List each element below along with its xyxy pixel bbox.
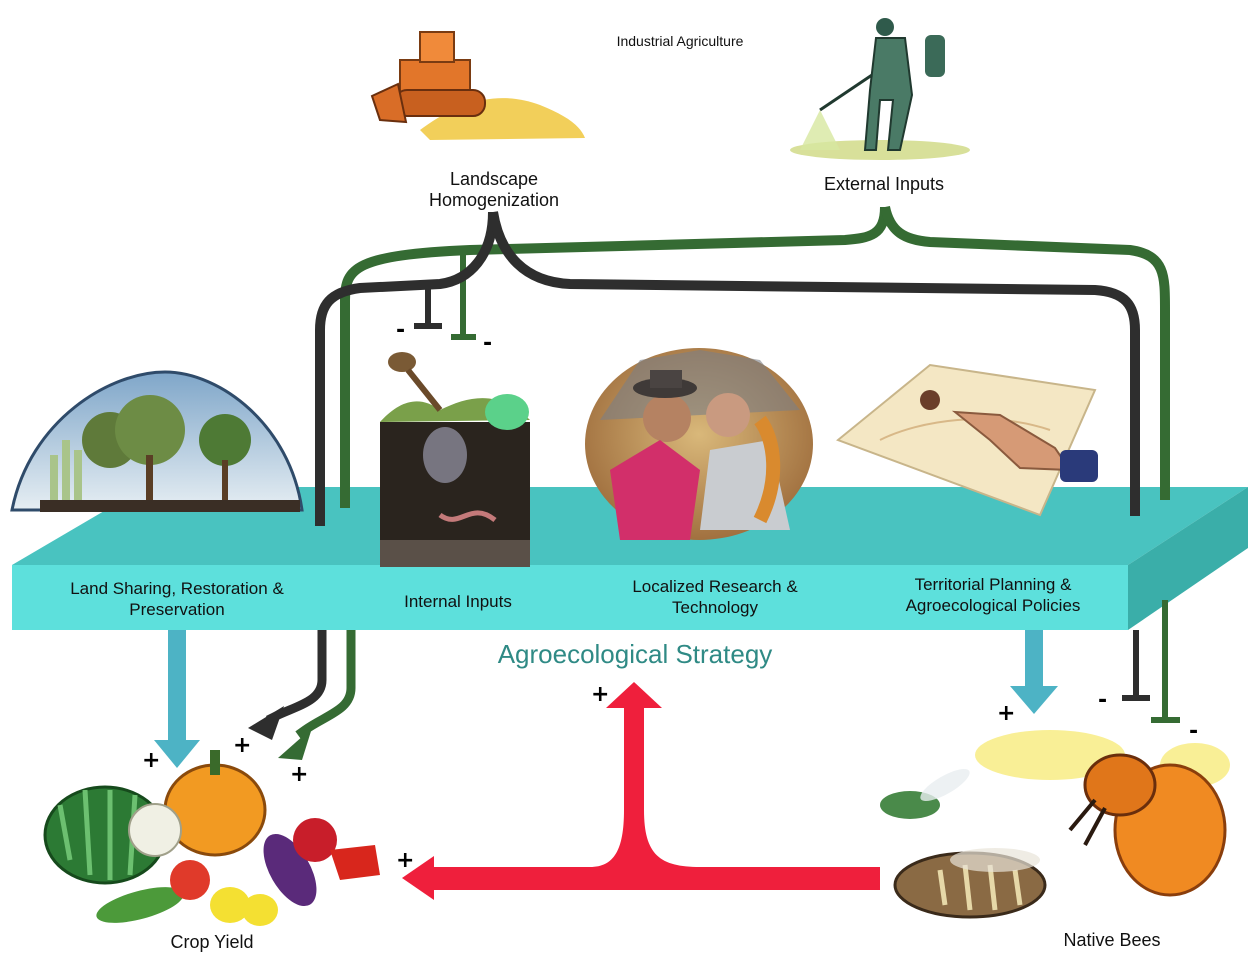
plus-sign-crop-red: + (396, 848, 415, 873)
blue-arrow-crop-shaft (168, 630, 186, 742)
outcome-label-native-bees: Native Bees (1063, 930, 1161, 950)
minus-sign-homogenization: - (396, 318, 406, 343)
red-arrows (402, 682, 880, 900)
homogenization-line-left (315, 211, 498, 526)
green-to-crop-arrowhead (278, 728, 312, 760)
dark-bees-inhibition (1122, 630, 1150, 701)
bulldozer-icon (370, 31, 585, 140)
habitat-dome-icon (10, 370, 304, 512)
green-to-crop-line (295, 630, 356, 739)
soil-profile-icon (380, 352, 530, 567)
platform-side (1128, 487, 1248, 630)
external-inputs-line-right (880, 205, 1170, 500)
external-inputs-inhibition-bar (451, 250, 476, 340)
plus-sign-strategy-red: + (591, 682, 610, 707)
strategy-label: Agroecological Strategy (497, 639, 773, 669)
homogenization-inhibition-bar (414, 285, 442, 329)
minus-sign-bees-dark: - (1098, 688, 1108, 713)
minus-sign-bees-green: - (1189, 719, 1199, 744)
plus-sign-bees-blue: + (997, 701, 1016, 726)
threat-connectors (315, 205, 1170, 526)
pesticide-sprayer-icon (790, 18, 970, 160)
dark-to-crop-line (265, 630, 327, 725)
blue-arrow-crop-head (154, 740, 200, 768)
blue-arrows (154, 630, 1058, 768)
map-pointing-icon (836, 363, 1098, 517)
bees-icon (880, 730, 1230, 919)
component-label-internal-inputs: Internal Inputs (404, 592, 512, 611)
plus-sign-crop-green: + (290, 762, 309, 787)
component-label-land-sharing: Land Sharing, Restoration & Preservation (70, 579, 284, 619)
homogenization-line-right (488, 211, 1140, 516)
green-bees-inhibition (1151, 600, 1180, 723)
blue-arrow-bees-head (1010, 686, 1058, 714)
red-arrow-up-head (606, 682, 662, 708)
outcome-label-crop-yield: Crop Yield (170, 932, 254, 952)
red-arrow-body (432, 706, 880, 890)
plus-sign-crop-blue: + (142, 748, 161, 773)
vegetables-icon (43, 750, 380, 926)
component-label-localized-research: Localized Research & Technology (632, 577, 798, 617)
threat-label-landscape-homogenization: Landscape Homogenization (428, 169, 560, 210)
plus-sign-crop-dark: + (233, 733, 252, 758)
platform-front (12, 565, 1128, 630)
component-label-territorial-planning: Territorial Planning & Agroecological Po… (905, 575, 1081, 615)
outcome-connectors (248, 600, 1180, 760)
minus-sign-external-inputs: - (483, 331, 493, 356)
farmers-research-icon (585, 348, 813, 540)
diagram-title: Industrial Agriculture (616, 33, 744, 49)
blue-arrow-bees-shaft (1025, 630, 1043, 688)
dark-to-crop-arrowhead (248, 706, 284, 740)
external-inputs-line-left (340, 206, 890, 508)
red-arrow-left-head (402, 856, 434, 900)
threat-label-external-inputs: External Inputs (823, 174, 945, 194)
